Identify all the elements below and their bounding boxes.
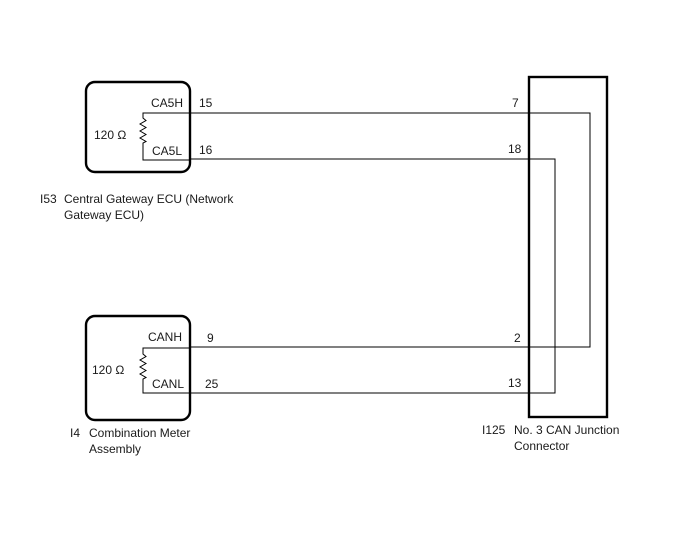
can-low-wire <box>190 158 556 394</box>
meter-pin-high-num: 9 <box>207 331 214 345</box>
combination-meter-name-line1: Combination Meter <box>89 426 190 440</box>
junction-pin-meter-high: 2 <box>514 331 521 345</box>
gateway-pin-high-num: 15 <box>199 96 213 110</box>
junction-pin-gw-high: 7 <box>512 96 519 110</box>
junction-connector-name-line2: Connector <box>514 439 569 453</box>
meter-pin-low-label: CANL <box>152 377 184 391</box>
meter-resistor-value: 120 Ω <box>92 363 124 377</box>
gateway-ecu-code: I53 <box>40 192 57 206</box>
junction-connector: 7 18 2 13 <box>508 75 609 419</box>
junction-connector-code: I125 <box>482 423 506 437</box>
gateway-pin-low-label: CA5L <box>152 144 182 158</box>
gateway-resistor-value: 120 Ω <box>94 128 126 142</box>
gateway-resistor-symbol <box>139 112 190 161</box>
gateway-pin-low-num: 16 <box>199 143 213 157</box>
gateway-ecu-name-line2: Gateway ECU) <box>64 208 144 222</box>
meter-pin-low-num: 25 <box>205 377 219 391</box>
can-high-wire <box>190 112 591 348</box>
meter-pin-high-label: CANH <box>148 330 182 344</box>
combination-meter-box <box>84 314 192 422</box>
meter-resistor-symbol <box>139 347 190 394</box>
combination-meter-name-line2: Assembly <box>89 442 141 456</box>
gateway-ecu: CA5H CA5L 120 Ω <box>84 80 192 174</box>
gateway-ecu-name-line1: Central Gateway ECU (Network <box>64 192 234 206</box>
junction-pin-meter-low: 13 <box>508 376 522 390</box>
gateway-ecu-box <box>84 80 192 174</box>
gateway-pin-high-label: CA5H <box>151 96 183 110</box>
junction-connector-name-line1: No. 3 CAN Junction <box>514 423 619 437</box>
junction-pin-gw-low: 18 <box>508 142 522 156</box>
combination-meter-code: I4 <box>70 426 80 440</box>
combination-meter: CANH CANL 120 Ω <box>84 314 192 422</box>
junction-connector-box <box>527 75 609 419</box>
